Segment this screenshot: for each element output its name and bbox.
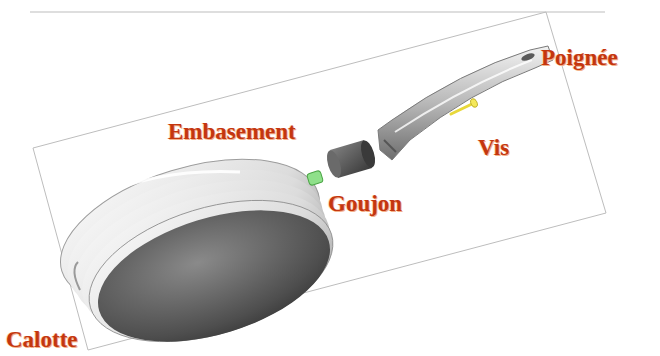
stud-part (307, 170, 324, 186)
part-label: Goujon (328, 192, 402, 215)
screw-part (451, 98, 479, 114)
part-label: Poignée (541, 46, 618, 69)
sleeve-part (324, 139, 378, 179)
part-label: Vis (478, 136, 509, 159)
part-label: Calotte (6, 328, 78, 351)
part-label: Embasement (168, 120, 296, 143)
pan-body (43, 132, 350, 356)
handle-part (378, 46, 553, 160)
